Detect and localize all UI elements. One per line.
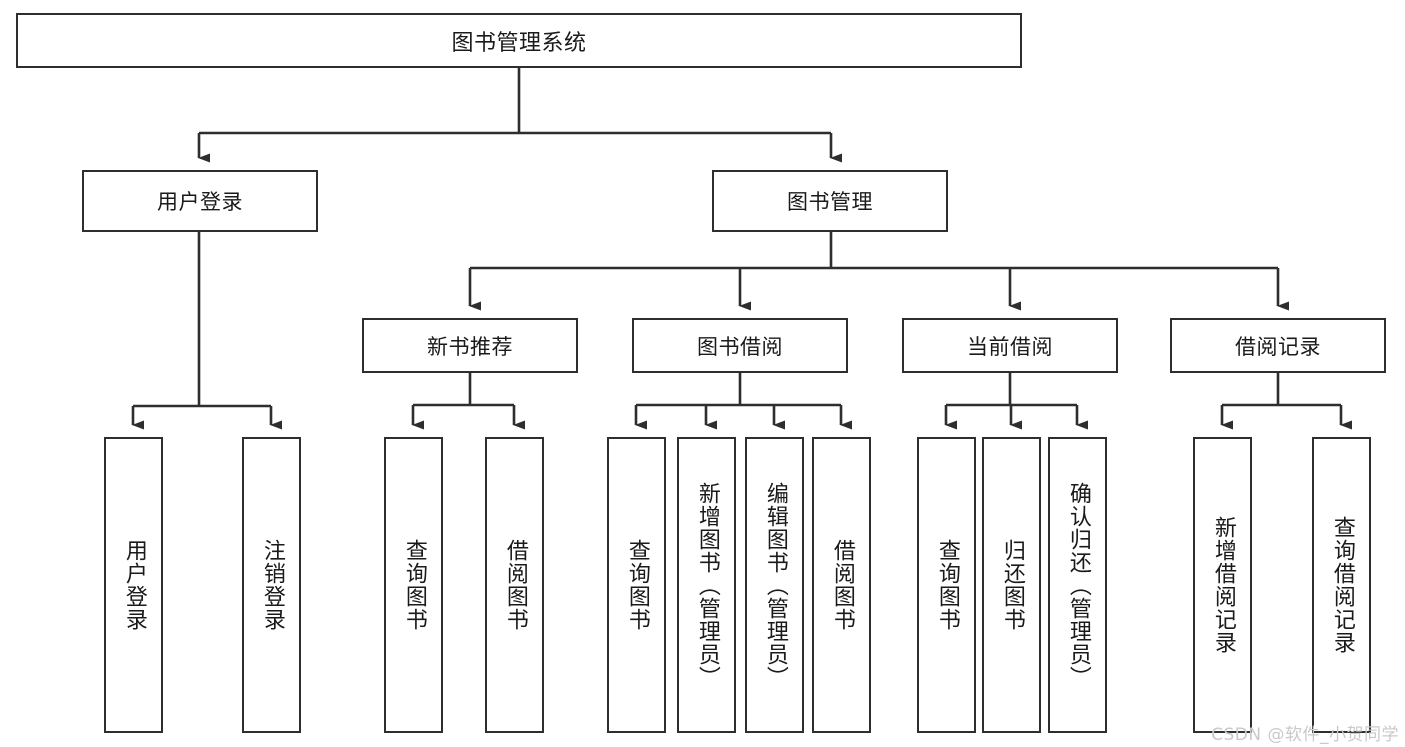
node-label: 当前借阅 (967, 334, 1053, 359)
node-label: 归还图书 (999, 539, 1025, 631)
node-label: 查询图书 (401, 539, 427, 631)
node-label: 注销登录 (259, 539, 285, 631)
leaf-borrow-query-book[interactable]: 查询图书 (607, 437, 666, 733)
node-label: 查询借阅记录 (1329, 516, 1355, 654)
node-label: 确认归还（管理员） (1065, 481, 1091, 689)
node-label: 借阅图书 (502, 539, 528, 631)
node-label: 图书借阅 (697, 334, 783, 359)
node-book-management[interactable]: 图书管理 (712, 170, 948, 232)
node-book-borrow[interactable]: 图书借阅 (632, 318, 848, 373)
node-label: 查询图书 (624, 539, 650, 631)
leaf-recommend-borrow-book[interactable]: 借阅图书 (485, 437, 544, 733)
node-label: 借阅图书 (829, 539, 855, 631)
leaf-recommend-query-book[interactable]: 查询图书 (384, 437, 443, 733)
node-label: 查询图书 (934, 539, 960, 631)
node-root-library-system[interactable]: 图书管理系统 (16, 13, 1022, 68)
node-label: 新书推荐 (427, 334, 513, 359)
leaf-borrow-add-book-admin[interactable]: 新增图书（管理员） (677, 437, 736, 733)
leaf-user-login-login[interactable]: 用户登录 (104, 437, 163, 733)
node-label: 新增图书（管理员） (694, 481, 720, 689)
node-label: 新增借阅记录 (1210, 516, 1236, 654)
node-borrow-record[interactable]: 借阅记录 (1170, 318, 1386, 373)
node-label: 编辑图书（管理员） (762, 481, 788, 689)
node-label: 借阅记录 (1235, 334, 1321, 359)
node-current-borrow[interactable]: 当前借阅 (902, 318, 1118, 373)
node-label: 图书管理 (787, 190, 873, 214)
leaf-record-add-record[interactable]: 新增借阅记录 (1193, 437, 1252, 733)
node-label: 图书管理系统 (451, 30, 587, 56)
leaf-current-return-book[interactable]: 归还图书 (982, 437, 1041, 733)
leaf-current-confirm-return-admin[interactable]: 确认归还（管理员） (1048, 437, 1107, 733)
csdn-watermark: CSDN @软件_小贺同学 (1211, 725, 1399, 745)
leaf-borrow-borrow-book[interactable]: 借阅图书 (812, 437, 871, 733)
leaf-borrow-edit-book-admin[interactable]: 编辑图书（管理员） (745, 437, 804, 733)
node-user-login[interactable]: 用户登录 (82, 170, 318, 232)
leaf-user-login-logout[interactable]: 注销登录 (242, 437, 301, 733)
node-label: 用户登录 (121, 539, 147, 631)
leaf-current-query-book[interactable]: 查询图书 (917, 437, 976, 733)
node-label: 用户登录 (157, 190, 243, 214)
leaf-record-query-record[interactable]: 查询借阅记录 (1312, 437, 1371, 733)
node-new-book-recommend[interactable]: 新书推荐 (362, 318, 578, 373)
